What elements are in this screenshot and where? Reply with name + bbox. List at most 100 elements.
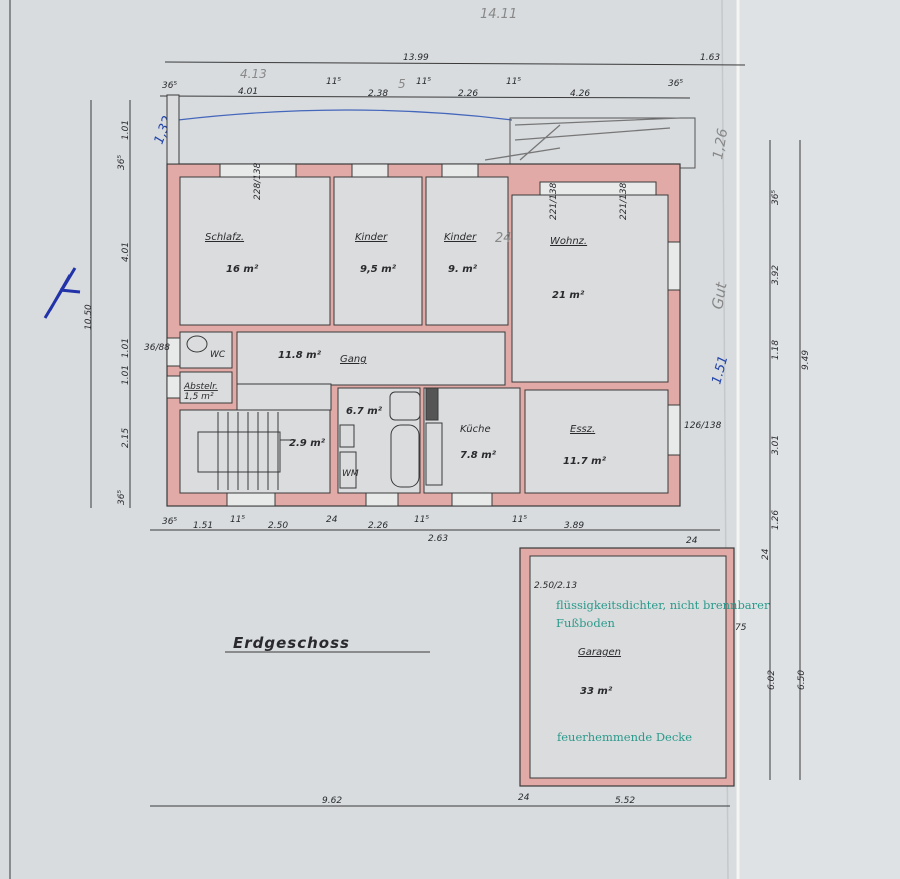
ink-scribble <box>43 267 81 319</box>
dim-top-7: 4.26 <box>570 89 590 99</box>
dim-line-top <box>159 95 691 99</box>
window <box>351 163 389 178</box>
dim-top-8: 36⁵ <box>668 79 683 89</box>
staircase <box>197 412 296 490</box>
ink-note-151: 1.51 <box>709 354 731 386</box>
kinder2-area: 9. m² <box>448 264 478 275</box>
dim-right-3: 3.01 <box>771 435 781 455</box>
balcony-sketch <box>484 117 681 161</box>
kinder1-area: 9,5 m² <box>360 264 397 275</box>
dim-right-2: 1.18 <box>771 340 781 360</box>
window <box>166 375 181 399</box>
room-abstelr <box>179 371 233 404</box>
room-kinder-1 <box>333 176 423 326</box>
balcony-sketch-line <box>177 109 513 121</box>
room-gang-lower <box>236 383 332 411</box>
pencil-note-gut: Gut <box>708 280 731 311</box>
dim-left-total: 10.50 <box>84 304 94 330</box>
dim-top-total: 13.99 <box>403 53 429 63</box>
room-essz <box>524 389 669 494</box>
toilet <box>186 335 208 353</box>
dim-bottom-3: 2.50 <box>268 521 288 531</box>
wc-dims: 36/88 <box>144 343 170 353</box>
gang-label: Gang <box>340 354 367 365</box>
room-labels: Schlafz. 16 m² 228/138 Kinder 9,5 m² Kin… <box>183 162 722 479</box>
stair-treads <box>217 412 296 490</box>
bath-fixtures <box>186 335 443 489</box>
window <box>451 492 493 507</box>
room-bad <box>337 387 421 494</box>
room-kinder-2 <box>425 176 509 326</box>
room-gang <box>236 331 506 386</box>
dim-right-1: 3.92 <box>771 265 781 285</box>
stove <box>425 387 439 421</box>
gang-area: 11.8 m² <box>278 350 322 361</box>
dim-left-1: 1.01 <box>121 120 131 140</box>
abstelr-area: 1,5 m² <box>184 392 214 402</box>
kueche-label: Küche <box>460 424 491 435</box>
dim-garage-wall-bottom: 24 <box>518 793 530 803</box>
dim-left-4: 1.01 <box>121 365 131 385</box>
dim-right-5: 24 <box>761 548 771 560</box>
pencil-note-balcony: 1,26 <box>710 127 731 161</box>
window <box>226 492 276 507</box>
dim-top-6: 11⁵ <box>506 77 521 87</box>
pencil-note-5: 5 <box>398 77 406 91</box>
dim-left-5: 2.15 <box>121 428 131 448</box>
window <box>166 337 181 367</box>
dim-top-2: 11⁵ <box>326 77 341 87</box>
schlafz-area: 16 m² <box>226 264 259 275</box>
paper-fold-flap <box>738 0 900 879</box>
bathtub-lower <box>390 424 420 488</box>
stamp-floor-line2: Fußboden <box>556 616 616 630</box>
schlafz-label: Schlafz. <box>205 232 244 243</box>
dim-top-values: 36⁵ 4.01 11⁵ 2.38 11⁵ 2.26 11⁵ 4.26 36⁵ <box>162 77 683 99</box>
dim-bottom-5: 2.26 <box>368 521 388 531</box>
pencil-note-413: 4.13 <box>240 67 267 81</box>
stamp-ceiling: feuerhemmende Decke <box>557 730 692 744</box>
dim-bottom-4: 24 <box>326 515 338 525</box>
dim-bottom-values: 36⁵ 1.51 11⁵ 2.50 24 2.26 11⁵ 3.89 11⁵ 2… <box>162 515 584 544</box>
window <box>667 241 681 291</box>
dim-garage-depth: 6.02 <box>767 670 777 690</box>
dim-top-extra: 1.63 <box>700 53 720 63</box>
dim-bottom-7: 3.89 <box>564 521 584 531</box>
dim-bottom-2: 11⁵ <box>230 515 245 525</box>
dim-left-6: 36⁵ <box>117 490 127 505</box>
windows <box>166 163 681 507</box>
abstelr-label: Abstelr. <box>183 382 218 392</box>
dim-left-3: 1.01 <box>121 338 131 358</box>
dim-top-1: 4.01 <box>238 87 258 97</box>
essz-window-dims: 126/138 <box>684 421 722 431</box>
dim-right-4: 1.26 <box>771 510 781 530</box>
dim-bottom-0: 36⁵ <box>162 517 177 527</box>
window <box>365 492 399 507</box>
dim-bottom-total: 9.62 <box>322 796 342 806</box>
essz-area: 11.7 m² <box>563 456 607 467</box>
dim-line-top-total <box>164 61 746 66</box>
wc-label: WC <box>210 350 226 360</box>
dim-left-2: 4.01 <box>121 242 131 262</box>
washbasin <box>339 424 355 448</box>
dim-garage-total: 6.50 <box>797 670 807 690</box>
garage-area: 33 m² <box>580 686 613 697</box>
dim-top-0: 36⁵ <box>162 81 177 91</box>
bad-wm: WM <box>342 469 359 479</box>
dim-garage-wall: 24 <box>686 536 698 546</box>
wohnz-label: Wohnz. <box>550 236 587 247</box>
kinder1-label: Kinder <box>355 232 388 243</box>
dim-bottom-sub: 2.63 <box>428 534 448 544</box>
wohnz-area: 21 m² <box>552 290 585 301</box>
wohnz-window-dims-2: 221/138 <box>619 182 629 220</box>
kueche-area: 7.8 m² <box>460 450 497 461</box>
kinder2-label: Kinder <box>444 232 477 243</box>
washing-machine <box>339 451 357 489</box>
dim-right-total: 9.49 <box>801 350 811 370</box>
garage-dims-right: 75 <box>735 623 747 633</box>
dim-bottom-6: 11⁵ <box>414 515 429 525</box>
room-wc <box>179 331 233 369</box>
floor-title: Erdgeschoss <box>233 634 350 652</box>
room-kueche <box>423 387 521 494</box>
dim-top-5: 2.26 <box>458 89 478 99</box>
